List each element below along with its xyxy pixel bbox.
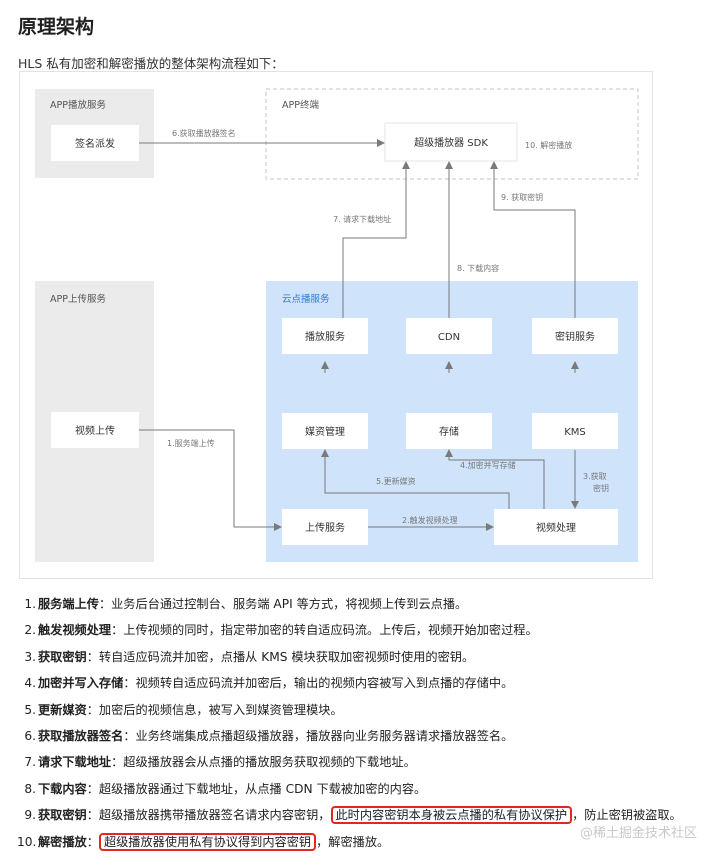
step-text: ：上传视频的同时，指定带加密的转自适应码流。上传后，视频开始加密过程。 — [111, 623, 538, 638]
step-text: ：业务后台通过控制台、服务端 API 等方式，将视频上传到云点播。 — [98, 597, 468, 611]
cdn-box — [406, 318, 492, 354]
list-item: 2.触发视频处理：上传视频的同时，指定带加密的转自适应码流。上传后，视频开始加密… — [24, 623, 538, 638]
step-text: ：超级播放器通过下载地址，从点播 CDN 下载被加密的内容。 — [86, 781, 427, 796]
arrow-label-trigger-process: 2.触发视频处理 — [402, 515, 458, 525]
intro-text: HLS 私有加密和解密播放的整体架构流程如下： — [18, 56, 284, 71]
sign-issue-box — [51, 125, 139, 161]
app-terminal-label: APP终端 — [282, 99, 319, 111]
arrow-server-upload — [139, 429, 282, 531]
arrow-request-download-url — [342, 161, 410, 318]
list-item: 3.获取密钥：转自适应码流并加密，点播从 KMS 模块获取加密视频时使用的密钥。 — [24, 649, 475, 664]
step-title: 服务端上传 — [38, 597, 99, 611]
app-terminal-panel — [265, 88, 639, 180]
watermark: @稀土掘金技术社区 — [579, 826, 697, 841]
arrow-label-encrypt-write-storage: 4.加密并写存储 — [460, 460, 516, 470]
arrow-label-update-media: 5.更新媒资 — [376, 476, 416, 486]
step-text: ：业务终端集成点播超级播放器，播放器向业务服务器请求播放器签名。 — [123, 728, 514, 743]
list-item: 5.更新媒资：加密后的视频信息，被写入到媒资管理模块。 — [24, 702, 343, 717]
video-upload-box — [51, 412, 139, 448]
step-text-after: ，解密播放。 — [316, 834, 390, 849]
storage-label: 存储 — [439, 425, 459, 438]
arrow-label-server-upload: 1.服务端上传 — [167, 438, 215, 448]
step-text: ：超级播放器会从点播的播放服务获取视频的下载地址。 — [111, 755, 416, 770]
storage-box — [406, 413, 492, 449]
list-item: 9.获取密钥：超级播放器携带播放器签名请求内容密钥，此时内容密钥本身被云点播的私… — [24, 806, 682, 825]
video-process-box — [494, 509, 618, 545]
highlight-box: 此时内容密钥本身被云点播的私有协议保护 — [330, 806, 573, 825]
step-text: ：超级播放器携带播放器签名请求内容密钥， — [86, 808, 331, 823]
list-item: 10.解密播放：超级播放器使用私有协议得到内容密钥，解密播放。 — [17, 832, 390, 851]
sign-issue-label: 签名派发 — [75, 137, 115, 150]
list-item: 7.请求下载地址：超级播放器会从点播的播放服务获取视频的下载地址。 — [24, 755, 416, 770]
step-text-after: ，防止密钥被盗取。 — [572, 808, 682, 823]
app-upload-service-label: APP上传服务 — [50, 293, 106, 305]
media-manage-box — [282, 413, 368, 449]
steps-list: 1.服务端上传：业务后台通过控制台、服务端 API 等方式，将视频上传到云点播。… — [17, 594, 682, 858]
step-title: 获取密钥 — [38, 649, 87, 664]
list-item: 6.获取播放器签名：业务终端集成点播超级播放器，播放器向业务服务器请求播放器签名… — [24, 728, 514, 743]
step-text: ：转自适应码流并加密，点播从 KMS 模块获取加密视频时使用的密钥。 — [86, 649, 475, 664]
arrow-label-get-player-sign: 6.获取播放器签名 — [172, 128, 236, 138]
step-title: 获取播放器签名 — [38, 728, 124, 743]
arrow-label-decrypt-play: 10. 解密播放 — [525, 140, 572, 150]
upload-service-box — [282, 509, 368, 545]
key-service-label: 密钥服务 — [555, 330, 595, 343]
highlight-box: 超级播放器使用私有协议得到内容密钥 — [98, 832, 317, 851]
arrow-label-request-download-url: 7. 请求下载地址 — [333, 214, 391, 224]
arrow-label-get-key-kms-2: 密钥 — [593, 483, 609, 493]
arrow-label-get-key-kms-1: 3.获取 — [583, 471, 607, 481]
key-service-box — [532, 318, 618, 354]
play-service-box — [282, 318, 368, 354]
kms-label: KMS — [564, 427, 586, 438]
step-text: ： — [86, 834, 99, 849]
arrow-encrypt-write-storage — [445, 449, 545, 509]
play-service-label: 播放服务 — [305, 330, 345, 343]
step-title: 请求下载地址 — [38, 755, 112, 770]
kms-box — [532, 413, 618, 449]
step-title: 获取密钥 — [38, 808, 87, 823]
cdn-label: CDN — [438, 332, 460, 343]
player-sdk-label: 超级播放器 SDK — [414, 136, 488, 149]
arrow-label-download-content: 8. 下载内容 — [457, 263, 499, 273]
step-text: ：视频转自适应码流并加密后，输出的视频内容被写入到点播的存储中。 — [123, 676, 514, 691]
arrow-update-media — [321, 449, 510, 509]
arrow-label-get-key-player: 9. 获取密钥 — [501, 192, 543, 202]
list-item: 8.下载内容：超级播放器通过下载地址，从点播 CDN 下载被加密的内容。 — [24, 781, 427, 796]
arrow-get-key-player — [490, 161, 576, 318]
video-upload-label: 视频上传 — [75, 424, 115, 437]
app-play-service-label: APP播放服务 — [50, 99, 106, 111]
architecture-diagram: APP播放服务 APP终端 APP上传服务 云点播服务 签名派发 超级播放器 S… — [19, 71, 653, 579]
page-title: 原理架构 — [18, 16, 95, 38]
step-title: 更新媒资 — [38, 702, 87, 717]
upload-service-label: 上传服务 — [305, 521, 345, 534]
step-title: 触发视频处理 — [38, 623, 112, 638]
vod-service-label: 云点播服务 — [282, 293, 330, 305]
media-manage-label: 媒资管理 — [305, 425, 345, 438]
step-text: ：加密后的视频信息，被写入到媒资管理模块。 — [86, 702, 343, 717]
step-title: 加密并写入存储 — [38, 676, 124, 691]
video-process-label: 视频处理 — [536, 521, 576, 534]
list-item: 4.加密并写入存储：视频转自适应码流并加密后，输出的视频内容被写入到点播的存储中… — [24, 676, 514, 691]
list-item: 1.服务端上传：业务后台通过控制台、服务端 API 等方式，将视频上传到云点播。 — [24, 597, 468, 611]
step-title: 解密播放 — [38, 834, 87, 849]
step-title: 下载内容 — [38, 781, 87, 796]
